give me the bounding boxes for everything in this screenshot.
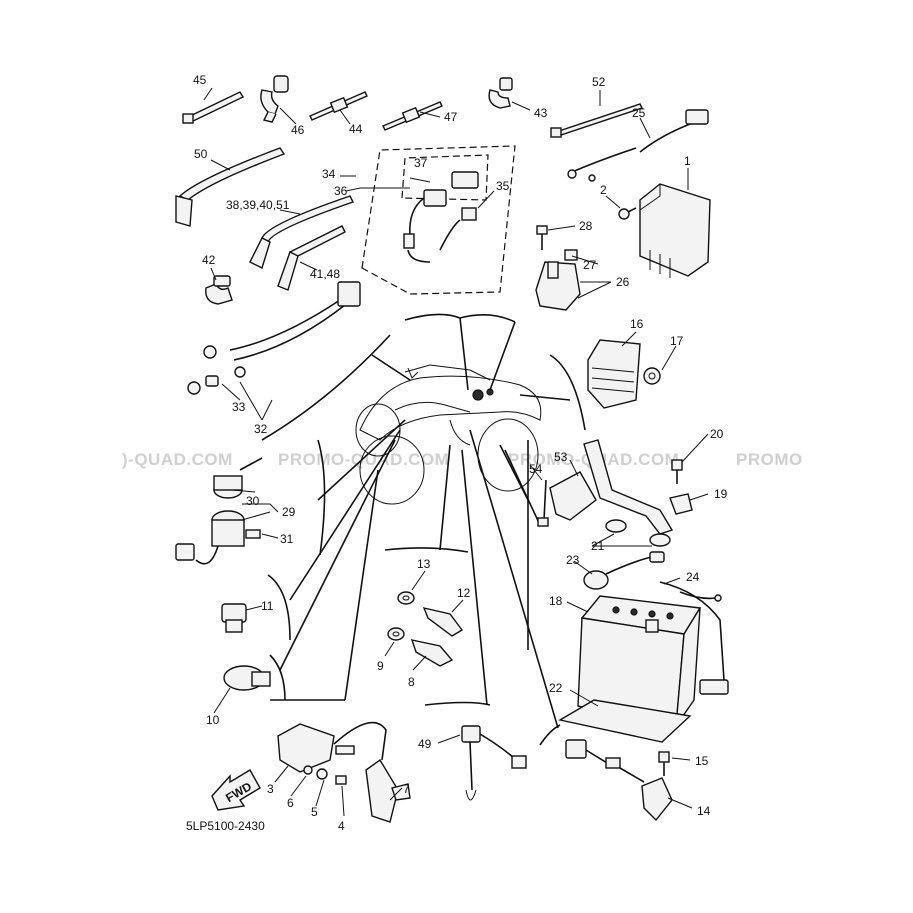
part-22-battery-pad (558, 699, 692, 743)
part-25-lead (567, 109, 709, 182)
part-45-cable-tie (182, 91, 244, 124)
callout-54: 54 (529, 462, 543, 476)
part-11-switch (221, 603, 247, 633)
part-21-grommets (605, 519, 671, 547)
part-13-washer (397, 591, 415, 605)
part-41-48-ties (277, 225, 346, 291)
callout-43: 43 (534, 106, 548, 120)
callout-33: 33 (232, 400, 246, 414)
callout-30: 30 (246, 494, 260, 508)
callout-4: 4 (338, 819, 345, 833)
callout-14: 14 (697, 804, 711, 818)
fwd-arrow-icon: FWD (211, 769, 261, 811)
watermark-right: PROMO (736, 450, 803, 469)
part-10-switch (223, 665, 271, 691)
callout-53: 53 (554, 450, 568, 464)
callout-7: 7 (403, 782, 410, 796)
leader-lines (261, 313, 586, 746)
part-1-cdi-unit (639, 183, 711, 278)
part-20-bolt (671, 459, 683, 484)
callout-34: 34 (322, 167, 336, 181)
callout-leaders (203, 87, 709, 817)
part-12-sensor (422, 607, 464, 637)
callout-50: 50 (194, 147, 208, 161)
callout-42: 42 (202, 253, 216, 267)
part-9-washer (387, 627, 405, 641)
callout-17: 17 (670, 334, 684, 348)
callout-46: 46 (291, 123, 305, 137)
part-52-long-tie (550, 103, 643, 138)
part-19-bracket (669, 493, 693, 515)
part-harness-left (187, 281, 361, 395)
part-2-screw (618, 207, 637, 220)
part-18-battery (577, 595, 702, 729)
part-3-ignition-coil (277, 721, 411, 823)
callout-20: 20 (710, 427, 724, 441)
watermark-left: )-QUAD.COM (122, 450, 233, 469)
callout-1: 1 (684, 154, 691, 168)
atv-outline (355, 364, 542, 505)
callout-35: 35 (496, 179, 510, 193)
callout-18: 18 (549, 594, 563, 608)
callout-16: 16 (630, 317, 644, 331)
part-46-clamp (260, 75, 289, 123)
callout-31: 31 (280, 532, 294, 546)
part-47-band (382, 101, 443, 131)
callout-21: 21 (591, 539, 605, 553)
callout-22: 22 (549, 681, 563, 695)
part-14-speed-sensor (565, 739, 673, 822)
part-29-main-switch (175, 457, 263, 565)
callout-49: 49 (418, 737, 432, 751)
callout-6: 6 (287, 796, 294, 810)
callout-labels: 45 46 44 47 43 52 25 1 2 50 38,39,40,51 … (193, 73, 728, 833)
callout-5: 5 (311, 805, 318, 819)
part-42-clamp (205, 275, 233, 305)
callout-2: 2 (600, 183, 607, 197)
part-50-tie (175, 147, 286, 227)
callout-37: 37 (414, 156, 428, 170)
callout-26: 26 (616, 275, 630, 289)
part-15-bolt (658, 751, 670, 776)
callout-8: 8 (408, 675, 415, 689)
part-8-sensor (410, 639, 454, 667)
part-23-terminal-cover (583, 551, 665, 590)
callout-11: 11 (261, 599, 274, 613)
part-38-ties (249, 195, 354, 269)
callout-47: 47 (444, 110, 458, 124)
callout-24: 24 (686, 570, 700, 584)
callout-44: 44 (349, 122, 363, 136)
callout-45: 45 (193, 73, 207, 87)
part-28-bolt (536, 225, 548, 250)
callout-38-39-40-51: 38,39,40,51 (226, 198, 290, 212)
part-17-nut (643, 367, 661, 385)
part-53-bracket (537, 439, 674, 535)
callout-25: 25 (632, 106, 646, 120)
part-44-band (309, 91, 368, 121)
part-26-starter-relay (535, 249, 581, 311)
part-43-clamp (488, 77, 513, 109)
callout-28: 28 (579, 219, 593, 233)
part-16-rectifier (587, 339, 641, 409)
callout-12: 12 (457, 586, 471, 600)
callout-9: 9 (377, 659, 384, 673)
callout-32: 32 (254, 422, 268, 436)
part-34-wire-harness-box (361, 145, 516, 295)
callout-10: 10 (206, 713, 220, 727)
callout-13: 13 (417, 557, 431, 571)
part-24-battery-lead (659, 581, 729, 695)
diagram-code: 5LP5100-2430 (186, 819, 265, 833)
callout-52: 52 (592, 75, 606, 89)
callout-41-48: 41,48 (310, 267, 340, 281)
callout-3: 3 (267, 782, 274, 796)
callout-36: 36 (334, 184, 348, 198)
callout-29: 29 (282, 505, 296, 519)
callout-15: 15 (695, 754, 709, 768)
callout-27: 27 (583, 258, 597, 272)
callout-19: 19 (714, 487, 728, 501)
part-49-sensor (461, 725, 527, 801)
callout-23: 23 (566, 553, 580, 567)
